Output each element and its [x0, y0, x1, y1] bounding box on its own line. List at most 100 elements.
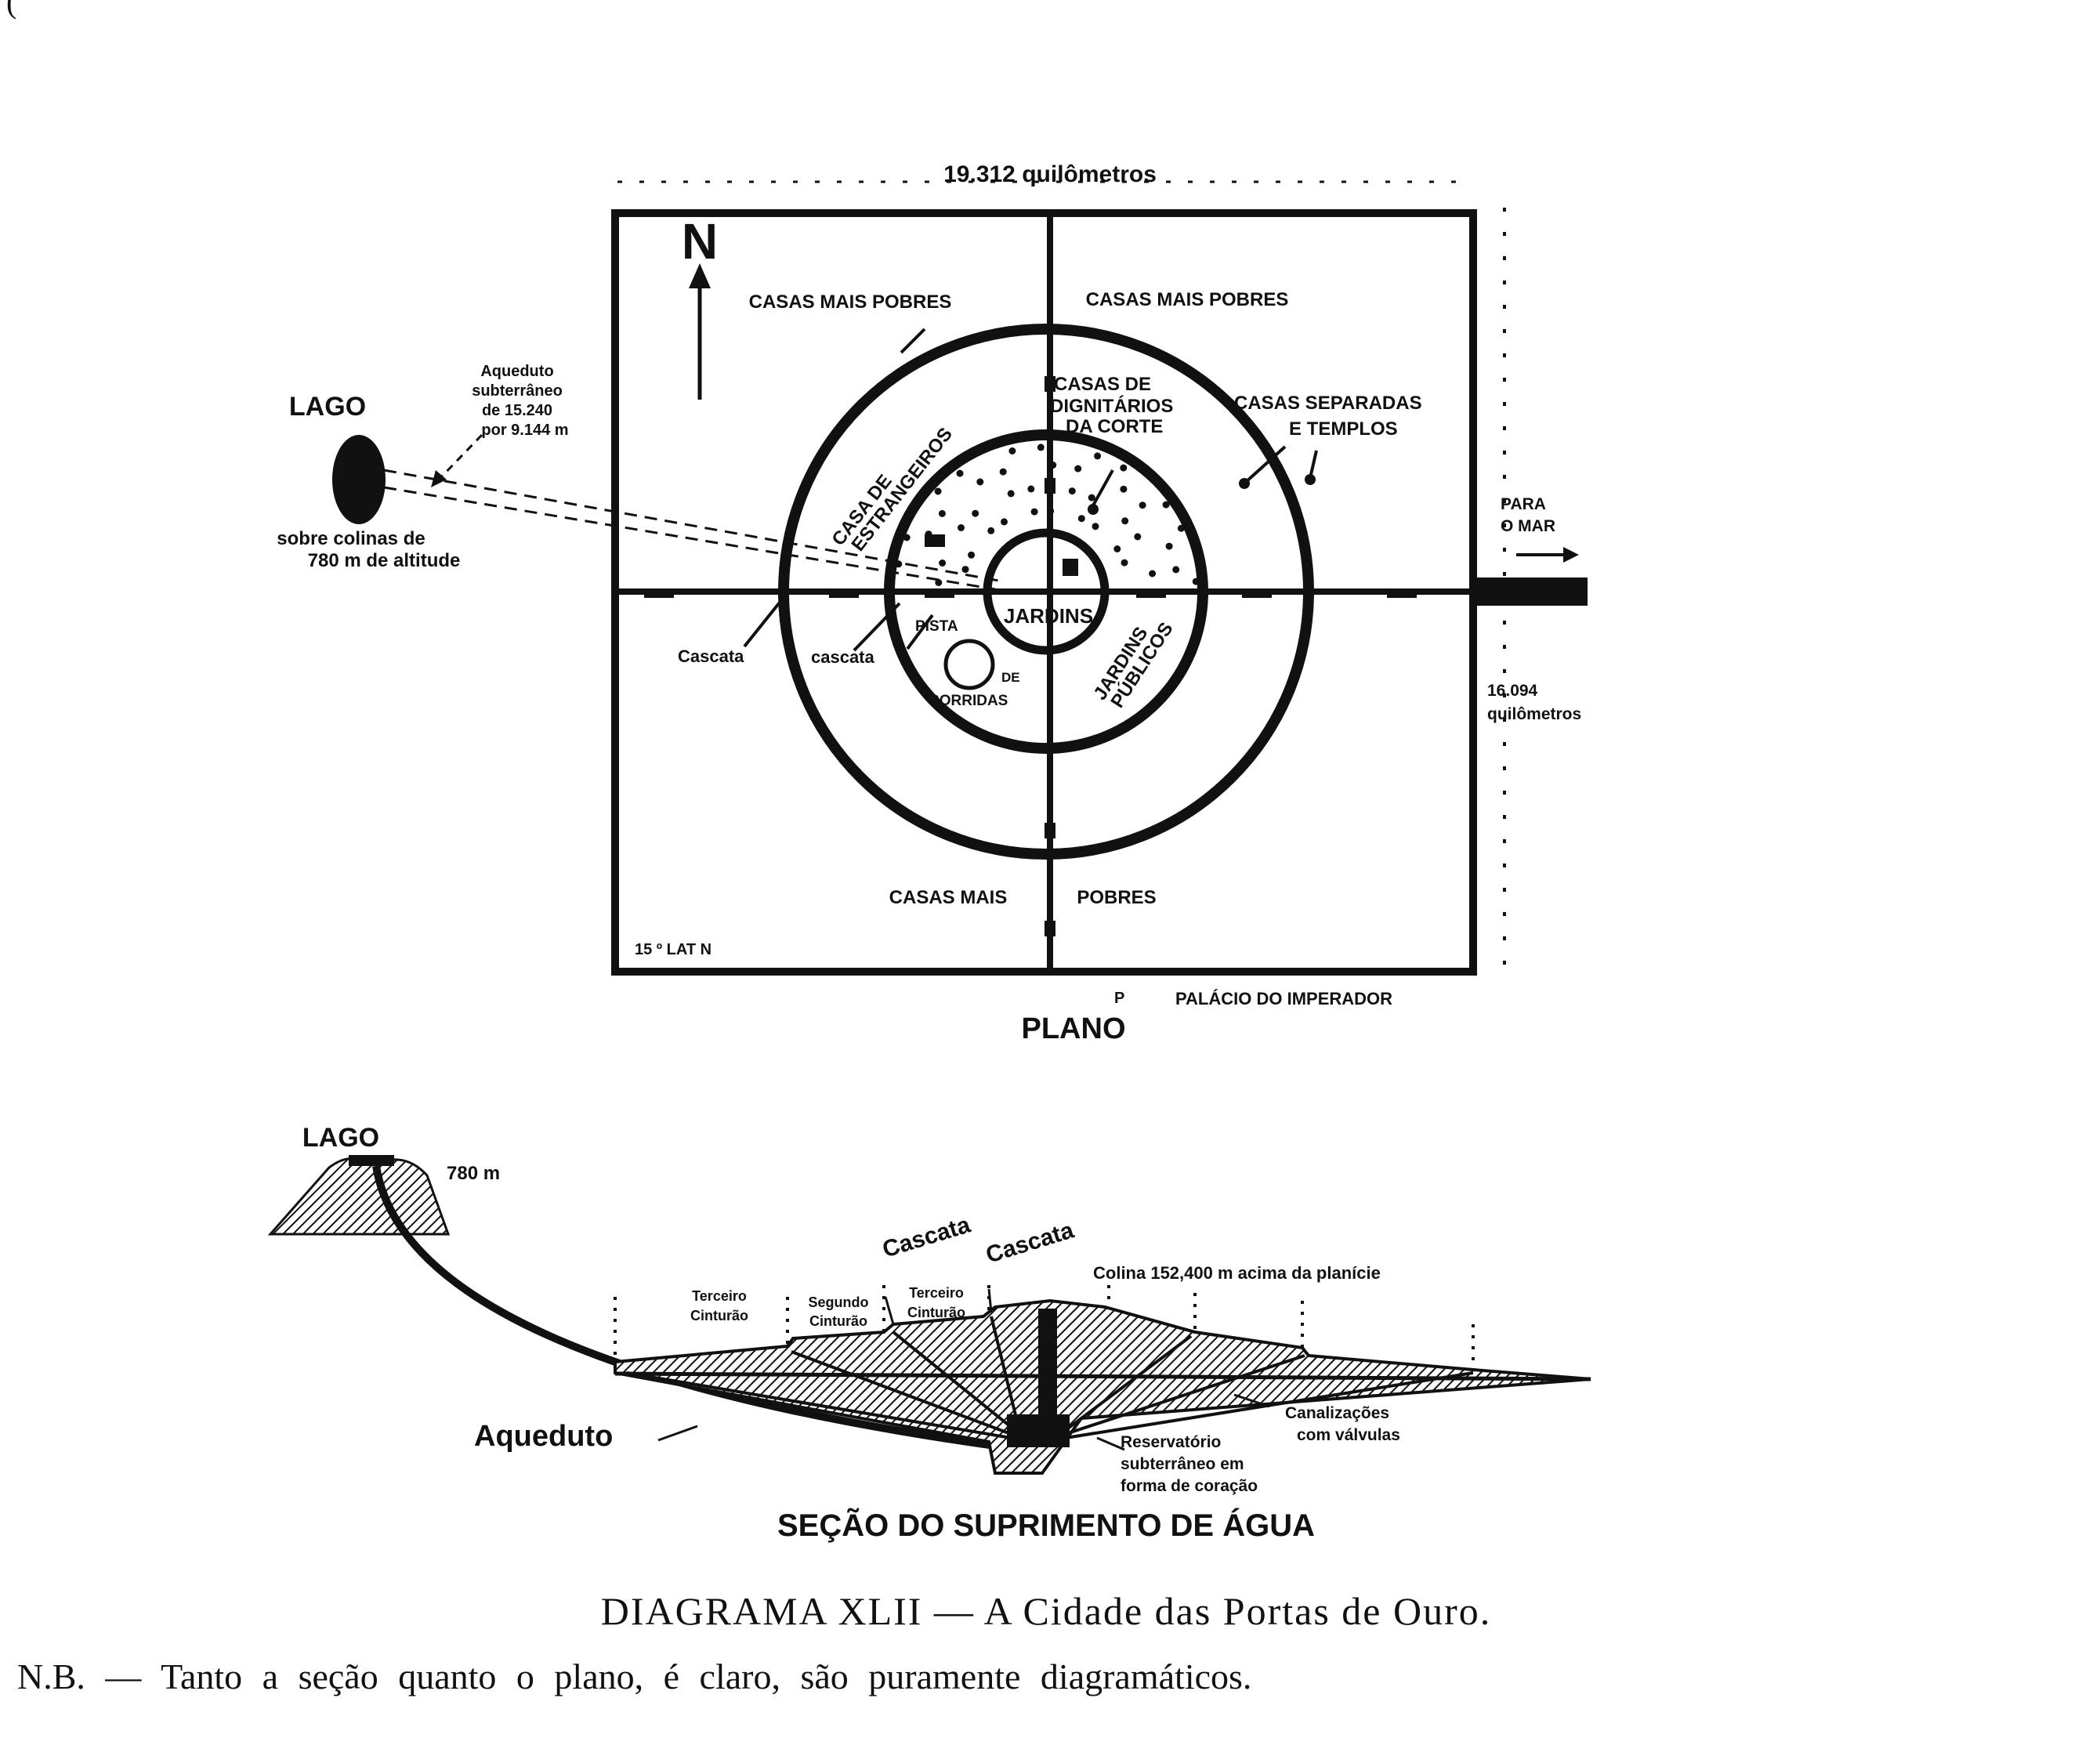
label-pointers [743, 328, 1318, 652]
dot-mark [1068, 487, 1076, 495]
second-belt-2: Cinturão [809, 1313, 867, 1329]
dot-mark [1165, 542, 1173, 550]
dot-mark [1121, 517, 1129, 525]
aqueduct-pointer-head [431, 470, 447, 487]
hills-label-1: sobre colinas de [277, 528, 425, 549]
height-label-1: 16.094 [1487, 682, 1538, 700]
north-letter: N [682, 213, 718, 270]
dot-mark [1030, 508, 1038, 516]
dot-mark [1092, 523, 1099, 530]
dotted-zone [895, 444, 1200, 586]
channels-label-1: Canalizações [1285, 1404, 1389, 1422]
underground-aqueduct [383, 469, 1004, 591]
lake-shape [332, 435, 386, 524]
lake-label: LAGO [289, 392, 366, 422]
dot-mark [1120, 464, 1128, 472]
dot-mark [1162, 501, 1170, 509]
dot-mark [976, 478, 984, 486]
dot-mark [1074, 465, 1082, 473]
section-pointers [657, 1288, 1270, 1451]
dot-mark [939, 559, 947, 567]
north-arrow-icon [689, 263, 711, 288]
avenue-bridges [644, 376, 1417, 936]
water-supply-section: LAGO 780 m Cascata Cascata Terceiro Cint… [267, 1123, 1591, 1543]
channels-label-2: com válvulas [1297, 1426, 1400, 1444]
central-shaft [1038, 1309, 1057, 1418]
track-label-3: CORRIDAS [929, 693, 1008, 709]
palace-label: PALÁCIO DO IMPERADOR [1175, 989, 1392, 1008]
dot-mark [1007, 490, 1015, 498]
reservoir-label-1: Reservatório [1121, 1433, 1221, 1451]
cascade-label-1: Cascata [879, 1211, 973, 1262]
third-belt-right-1: Terceiro [909, 1285, 964, 1301]
dot-mark [1001, 518, 1008, 526]
dot-mark [1121, 559, 1128, 567]
dot-mark [1192, 578, 1200, 585]
dot-mark [961, 566, 969, 574]
dignitaries-label-3: DA CORTE [1066, 416, 1163, 437]
poor-houses-nw: CASAS MAIS POBRES [749, 291, 952, 313]
reservoir-label-3: forma de coração [1121, 1477, 1258, 1495]
sea-label-1: PARA [1501, 495, 1546, 513]
dot-mark [1177, 524, 1185, 532]
plan-caption: PLANO [1022, 1012, 1126, 1045]
dot-mark [956, 469, 964, 477]
section-aqueduct-label: Aqueduto [474, 1420, 613, 1453]
section-caption: SEÇÃO DO SUPRIMENTO DE ÁGUA [777, 1507, 1315, 1543]
track-label-2: DE [1001, 670, 1020, 685]
width-label: 19.312 quilômetros [943, 161, 1157, 187]
dot-mark [1149, 570, 1157, 578]
dot-mark [1134, 533, 1142, 541]
reservoir-label-2: subterrâneo em [1121, 1455, 1244, 1473]
dot-mark [1172, 566, 1180, 574]
height-label-2: quilômetros [1487, 705, 1581, 723]
poor-houses-ne: CASAS MAIS POBRES [1086, 289, 1289, 310]
dot-mark [958, 524, 965, 531]
gardens-label: JARDINS [1004, 604, 1093, 628]
dignitaries-label-1: CASAS DE [1054, 374, 1151, 395]
altitude-label: 780 m [447, 1163, 500, 1184]
third-belt-right-2: Cinturão [907, 1305, 965, 1320]
hills-label-2: 780 m de altitude [308, 550, 461, 571]
sea-label-2: O MAR [1501, 517, 1555, 535]
dot-mark [1027, 485, 1035, 493]
aqueduct-label-4: por 9.144 m [481, 422, 568, 439]
plan-view: 19.312 quilômetros 16.094 quilômetros [277, 161, 1588, 1045]
diagram-title: DIAGRAMA XLII — A Cidade das Portas de O… [601, 1589, 1492, 1633]
poor-houses-sw: CASAS MAIS [889, 887, 1008, 908]
lake-basin [349, 1155, 394, 1166]
dot-mark [1120, 485, 1128, 493]
aqueduct-label-1: Aqueduto [480, 363, 553, 380]
dot-mark [1049, 462, 1057, 469]
palace-marker [1063, 559, 1078, 576]
second-belt-1: Segundo [809, 1294, 869, 1310]
dot-mark [1047, 507, 1055, 515]
hill-cross-section [614, 1298, 1591, 1475]
dot-mark [1139, 501, 1146, 509]
dot-mark [1077, 515, 1085, 523]
hill-label: Colina 152,400 m acima da planície [1093, 1263, 1381, 1283]
dot-mark [1008, 447, 1016, 454]
building-marker [925, 534, 945, 547]
dot-mark [999, 468, 1007, 476]
separate-houses-label-2: E TEMPLOS [1289, 418, 1398, 440]
outer-cascade-label: Cascata [678, 646, 744, 666]
separate-houses-label-1: CASAS SEPARADAS [1234, 393, 1422, 414]
dot-mark [935, 579, 943, 586]
palace-key: P [1114, 990, 1124, 1007]
lake-hill [267, 1157, 451, 1236]
poor-houses-se: POBRES [1077, 887, 1156, 908]
dot-mark [934, 487, 942, 495]
aqueduct-label-3: de 15.240 [482, 402, 552, 419]
dot-mark [895, 560, 903, 568]
cut-off-fragment: ( [6, 0, 16, 20]
third-belt-left-2: Cinturão [690, 1308, 748, 1323]
canal-to-sea [1472, 578, 1588, 606]
dignitaries-label-2: DIGNITÁRIOS [1050, 395, 1173, 417]
belt-markers [614, 1285, 1475, 1370]
aqueduct-pipe [372, 1165, 996, 1450]
track-label-1: PISTA [915, 618, 958, 635]
aqueduct-pointer [437, 433, 483, 481]
